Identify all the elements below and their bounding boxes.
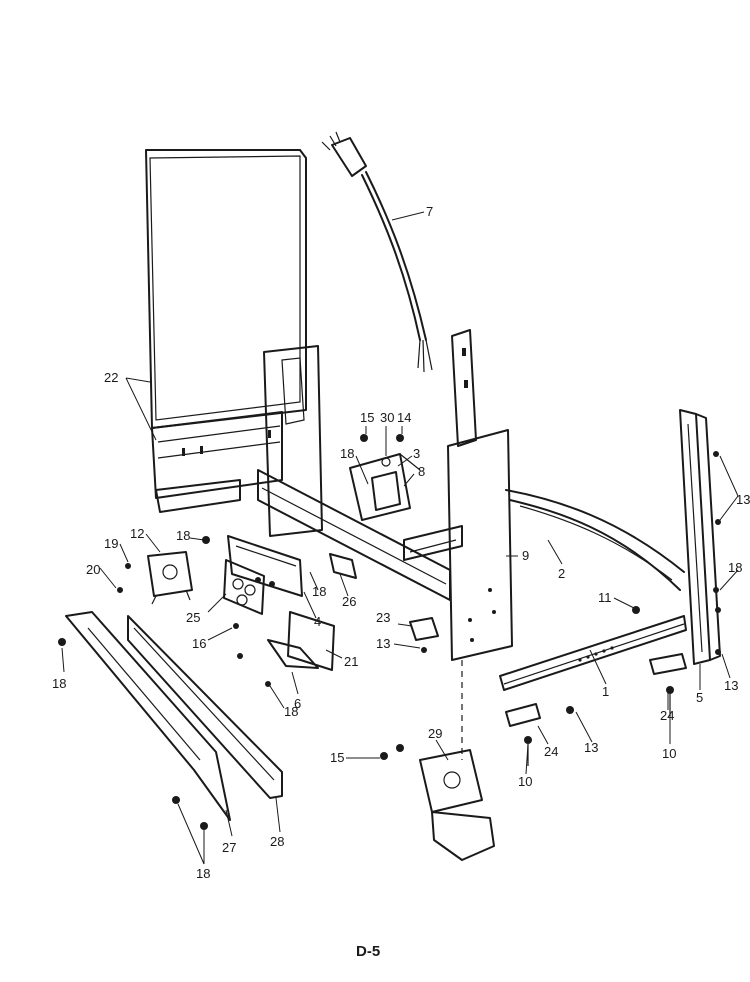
callout-5: 5 bbox=[696, 690, 703, 705]
callout-29: 29 bbox=[428, 726, 442, 741]
callout-16: 16 bbox=[192, 636, 206, 651]
main-frame bbox=[257, 329, 685, 661]
callout-8: 8 bbox=[418, 464, 425, 479]
side-panel bbox=[145, 149, 307, 513]
callout-18: 18 bbox=[340, 446, 354, 461]
front-rail-27 bbox=[65, 611, 231, 821]
callout-18: 18 bbox=[196, 866, 210, 881]
bottom-rail bbox=[499, 615, 687, 691]
callout-18: 18 bbox=[284, 704, 298, 719]
leader-lines bbox=[61, 211, 739, 865]
switch-block bbox=[223, 559, 265, 615]
callout-18: 18 bbox=[52, 676, 66, 691]
callout-19: 19 bbox=[104, 536, 118, 551]
callout-10: 10 bbox=[518, 774, 532, 789]
callout-13: 13 bbox=[736, 492, 750, 507]
callout-12: 12 bbox=[130, 526, 144, 541]
callout-14: 14 bbox=[397, 410, 411, 425]
page-label: D-5 bbox=[356, 943, 380, 960]
callout-26: 26 bbox=[342, 594, 356, 609]
callout-24: 24 bbox=[660, 708, 674, 723]
callout-10: 10 bbox=[662, 746, 676, 761]
callout-labels: 22 7 15 30 14 3 18 8 9 2 13 12 19 20 18 … bbox=[52, 204, 750, 881]
small-bracket bbox=[329, 553, 357, 579]
callout-9: 9 bbox=[522, 548, 529, 563]
side-rail bbox=[679, 409, 721, 665]
callout-28: 28 bbox=[270, 834, 284, 849]
callout-4: 4 bbox=[314, 614, 321, 629]
power-cord bbox=[321, 131, 433, 373]
front-rail-28 bbox=[127, 615, 283, 799]
callout-1: 1 bbox=[602, 684, 609, 699]
cover-plate bbox=[267, 611, 335, 671]
callout-24: 24 bbox=[544, 744, 558, 759]
callout-15: 15 bbox=[360, 410, 374, 425]
callout-6: 6 bbox=[294, 696, 301, 711]
callout-2: 2 bbox=[558, 566, 565, 581]
small-clip bbox=[409, 617, 439, 641]
callout-21: 21 bbox=[344, 654, 358, 669]
callout-22: 22 bbox=[104, 370, 118, 385]
callout-13: 13 bbox=[724, 678, 738, 693]
callout-27: 27 bbox=[222, 840, 236, 855]
callout-18: 18 bbox=[176, 528, 190, 543]
callout-7: 7 bbox=[426, 204, 433, 219]
motor-mount bbox=[419, 749, 495, 861]
fasteners bbox=[58, 434, 721, 830]
callout-3: 3 bbox=[413, 446, 420, 461]
callout-13: 13 bbox=[584, 740, 598, 755]
callout-23: 23 bbox=[376, 610, 390, 625]
relay-bracket bbox=[349, 453, 421, 521]
callout-18: 18 bbox=[312, 584, 326, 599]
callout-25: 25 bbox=[186, 610, 200, 625]
callout-30: 30 bbox=[380, 410, 394, 425]
callout-18: 18 bbox=[728, 560, 742, 575]
valve-assembly bbox=[147, 551, 193, 605]
callout-13: 13 bbox=[376, 636, 390, 651]
callout-20: 20 bbox=[86, 562, 100, 577]
callout-11: 11 bbox=[598, 590, 612, 605]
callout-15: 15 bbox=[330, 750, 344, 765]
